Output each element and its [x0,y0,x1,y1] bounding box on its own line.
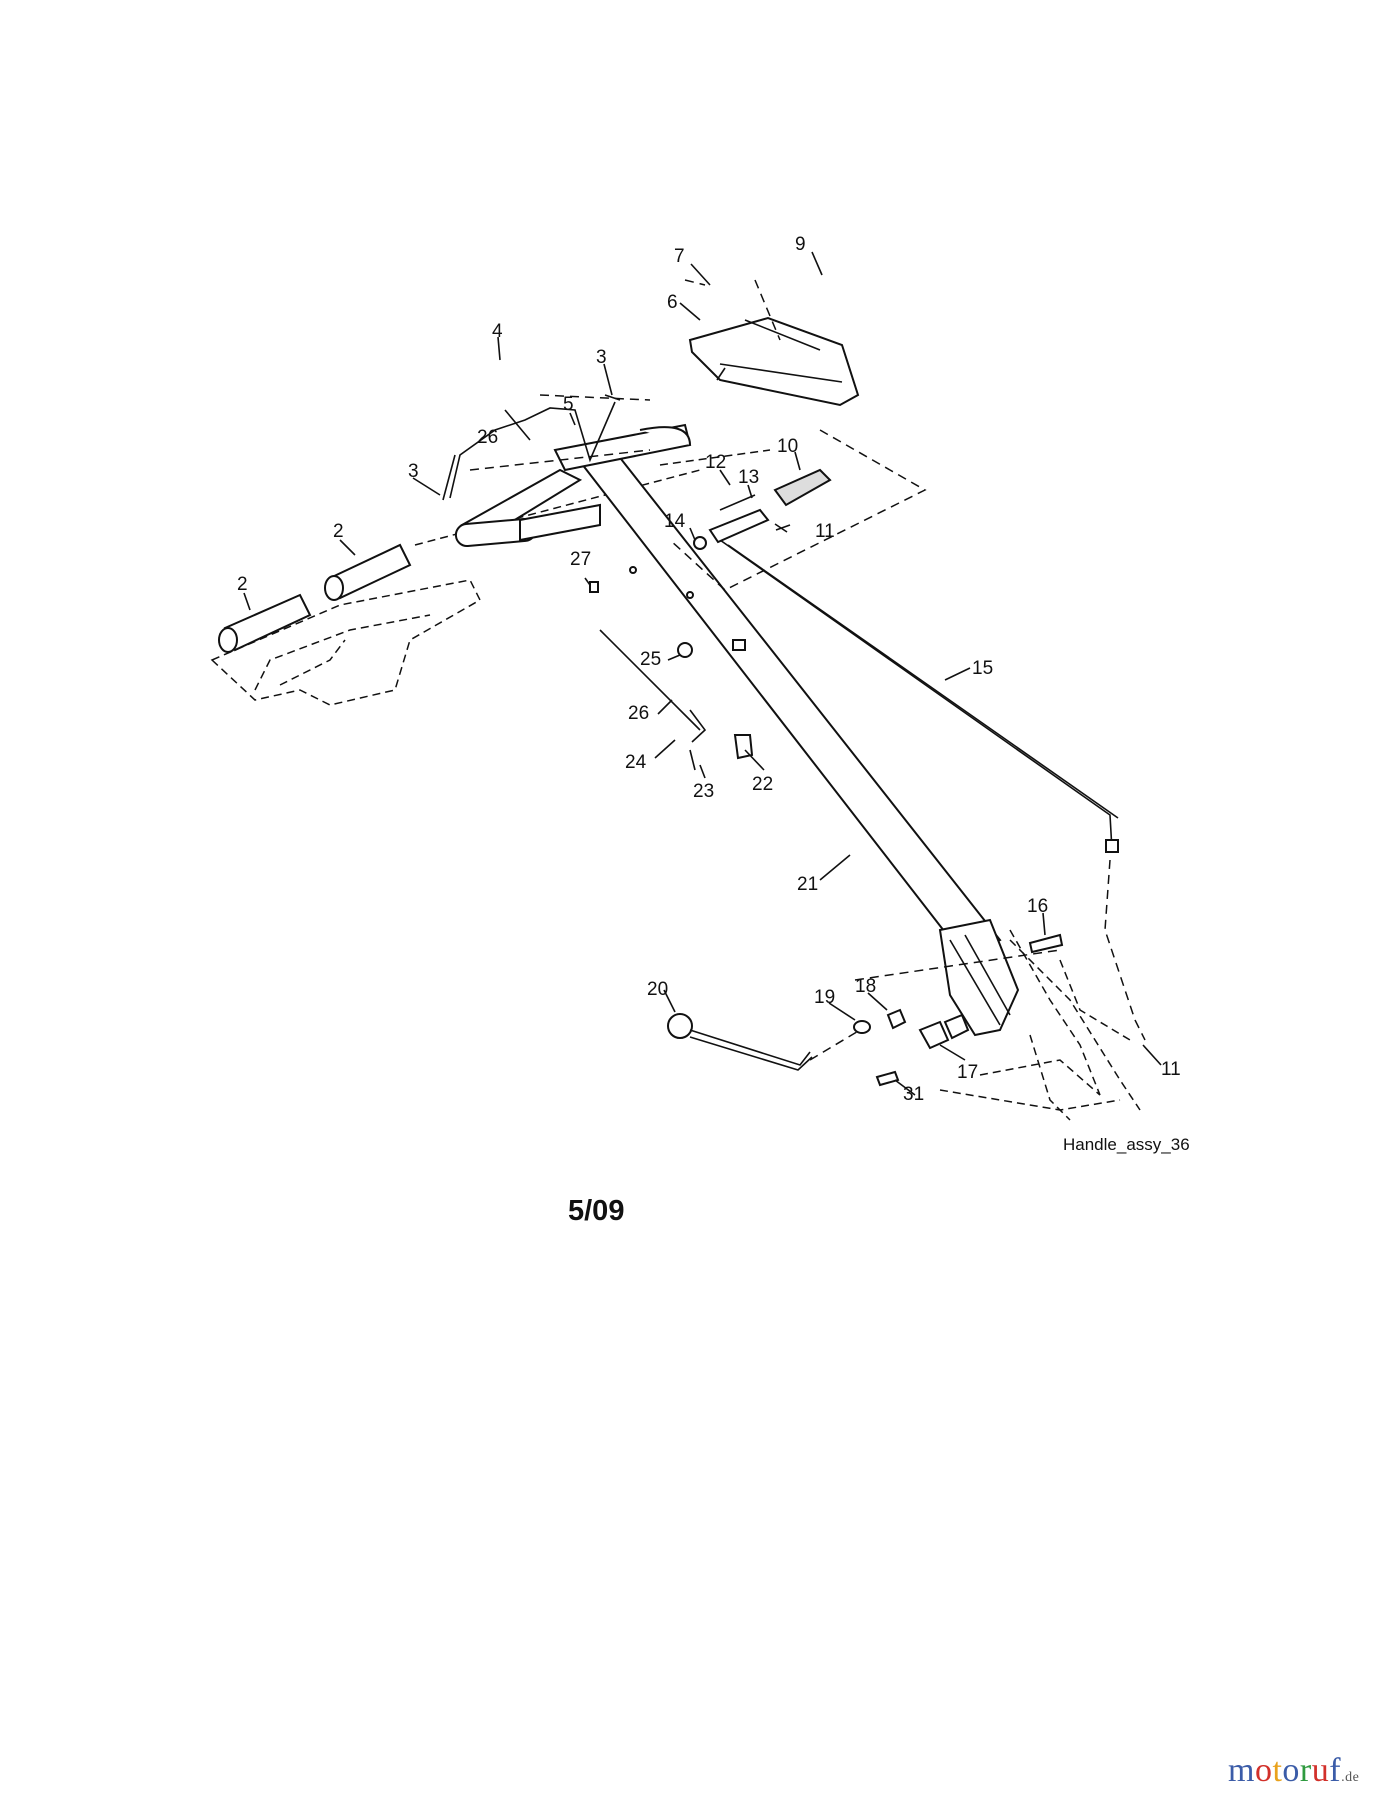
callout-6: 6 [667,292,678,313]
callout-19: 19 [814,987,835,1008]
callout-9: 9 [795,234,806,255]
callout-12: 12 [705,452,726,473]
handle-bar [454,423,692,547]
assembly-guide-lines [469,279,1146,1061]
logo-letter: o [1282,1752,1300,1789]
callout-5: 5 [563,394,574,415]
callout-17: 17 [957,1062,978,1083]
handle-grips [218,543,412,653]
logo-letter: o [1254,1752,1273,1789]
pivot-hardware [693,494,791,550]
motoruf-logo: motoruf.de [1228,1752,1359,1790]
callout-3-lower: 3 [408,461,419,482]
phantom-handle-outline [210,449,771,706]
logo-letter: f [1329,1752,1342,1789]
diagram-caption: Handle_assy_36 [1063,1135,1190,1154]
callout-31: 31 [903,1084,924,1105]
callout-3: 3 [596,347,607,368]
logo-letter: m [1228,1752,1255,1789]
callout-14: 14 [664,511,686,532]
callout-11: 11 [815,521,835,542]
callout-leaders [243,251,1162,1096]
handle-tube [573,443,1020,1037]
callout-11-lower: 11 [1161,1059,1181,1080]
callout-26: 26 [477,427,498,448]
callout-24: 24 [625,752,647,773]
callout-21: 21 [797,874,818,895]
callout-15: 15 [972,658,993,679]
callout-23: 23 [693,781,714,802]
callout-2: 2 [333,521,344,542]
callout-7: 7 [674,246,685,267]
callout-13: 13 [738,467,759,488]
control-rod [719,539,1119,853]
shift-lever [667,1013,813,1071]
callout-27: 27 [570,549,591,570]
callout-2-lower: 2 [237,574,248,595]
date-code: 5/09 [568,1195,625,1227]
logo-letter: t [1272,1752,1283,1789]
logo-suffix: .de [1341,1770,1360,1785]
callout-26-lower: 26 [628,703,649,724]
callout-20: 20 [647,979,668,1000]
callout-16: 16 [1027,896,1048,917]
control-grip [773,468,832,507]
logo-letter: u [1311,1752,1330,1789]
phantom-tiller-frame [939,929,1141,1121]
logo-letter: r [1299,1752,1312,1789]
callout-4: 4 [492,321,503,342]
callout-18: 18 [855,976,876,997]
callout-25: 25 [640,649,661,670]
callout-labels: 7 9 6 4 3 5 26 10 12 13 3 14 11 2 27 2 2… [237,234,1181,1105]
callout-22: 22 [752,774,773,795]
callout-10: 10 [777,436,798,457]
console-cover [688,316,860,407]
